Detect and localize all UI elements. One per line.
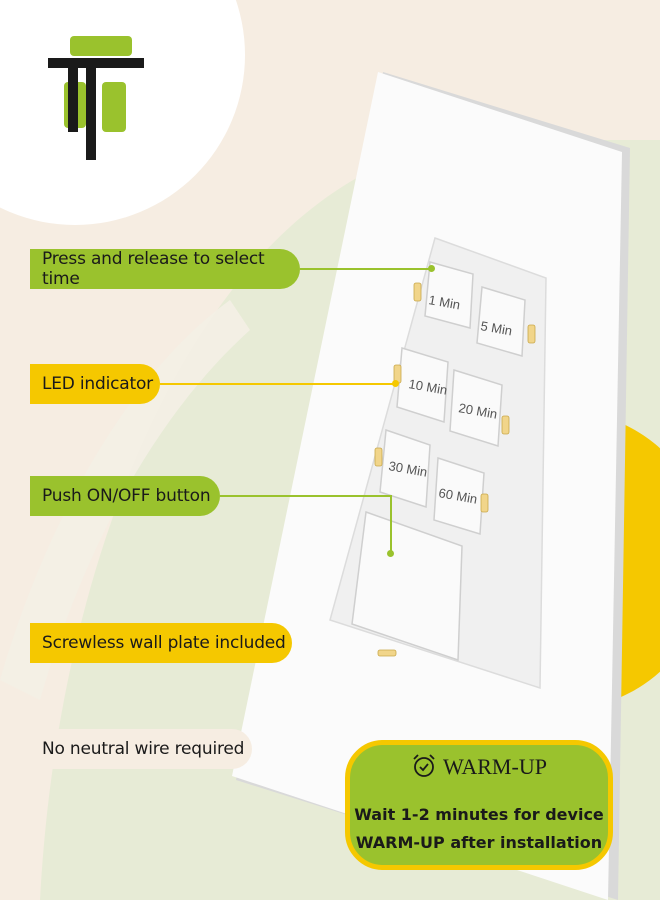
feature-no-neutral: No neutral wire required <box>30 729 252 769</box>
warmup-callout: WARM-UP Wait 1-2 minutes for device WARM… <box>345 740 613 870</box>
feature-push-button: Push ON/OFF button <box>30 476 220 516</box>
key-label-4: 20 Min <box>457 400 498 422</box>
key-20-min <box>449 368 503 448</box>
warmup-line-2: WARM-UP after installation <box>355 833 603 852</box>
feature-screwless-plate: Screwless wall plate included <box>30 623 292 663</box>
warmup-heading: WARM-UP <box>350 753 608 780</box>
key-1-min <box>424 261 474 329</box>
brand-logo <box>48 36 144 160</box>
warmup-line-1: Wait 1-2 minutes for device <box>354 805 604 824</box>
key-label-1: 1 Min <box>427 292 461 312</box>
key-30-min <box>379 428 431 509</box>
key-60-min <box>433 456 485 535</box>
timer-switch-illustration: 1 Min 5 Min 10 Min 20 Min 30 Min 60 Min <box>232 72 630 900</box>
leader-line-led <box>160 383 396 385</box>
leader-line-button-down <box>390 495 392 553</box>
key-5-min <box>476 286 526 357</box>
alarm-clock-icon <box>413 754 435 777</box>
key-label-6: 60 Min <box>437 485 478 507</box>
key-label-3: 10 Min <box>407 376 448 398</box>
leader-dot-button <box>387 550 394 557</box>
key-10-min <box>396 347 449 424</box>
on-off-button <box>351 510 463 662</box>
key-label-2: 5 Min <box>479 318 513 338</box>
leader-line-button <box>220 495 392 497</box>
feature-select-time: Press and release to select time <box>30 249 300 289</box>
leader-line-select <box>300 268 432 270</box>
key-label-5: 30 Min <box>387 458 428 480</box>
leader-dot-select <box>428 265 435 272</box>
feature-led-indicator: LED indicator <box>30 364 160 404</box>
leader-dot-led <box>392 380 399 387</box>
